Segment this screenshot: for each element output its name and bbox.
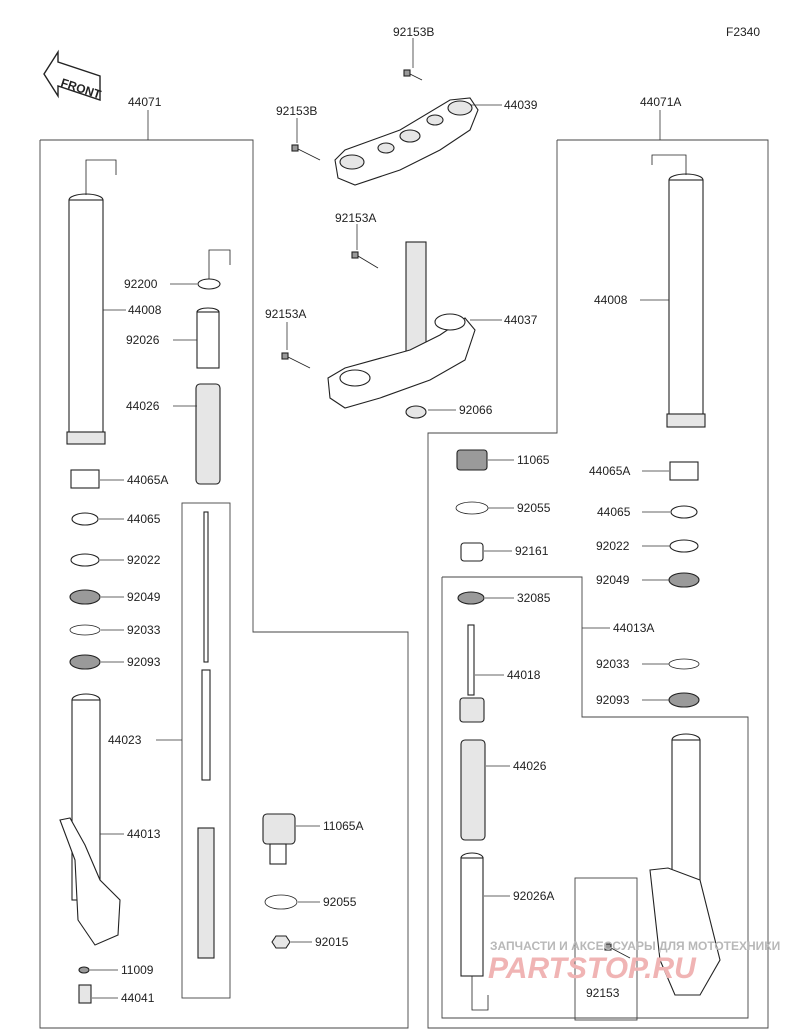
bushing-44065a-left bbox=[70, 469, 100, 489]
callout-44018: 44018 bbox=[507, 668, 541, 682]
bolt-92153b-left bbox=[291, 144, 321, 161]
callout-44071a: 44071A bbox=[640, 95, 681, 109]
inner-tube-44008-left bbox=[66, 159, 117, 445]
callout-92200: 92200 bbox=[124, 277, 158, 291]
callout-44013a: 44013A bbox=[613, 621, 654, 635]
callout-44037: 44037 bbox=[504, 313, 538, 327]
ring-92033-left bbox=[69, 624, 101, 636]
callout-92022-left: 92022 bbox=[127, 553, 161, 567]
callout-44065-left: 44065 bbox=[127, 512, 161, 526]
cap-32085 bbox=[457, 591, 485, 605]
assembly-box-44023 bbox=[181, 502, 231, 999]
callout-92015: 92015 bbox=[315, 935, 349, 949]
figure-code: F2340 bbox=[726, 25, 760, 39]
bolt-92153a-top bbox=[351, 251, 379, 269]
callout-44026-left: 44026 bbox=[126, 399, 160, 413]
cap-bolt-11065 bbox=[456, 449, 488, 471]
bushing-44065-right bbox=[670, 505, 698, 519]
bolt-11009 bbox=[78, 966, 90, 974]
callout-44071: 44071 bbox=[128, 95, 162, 109]
upper-bracket-44039 bbox=[334, 97, 479, 186]
callout-92033-right: 92033 bbox=[596, 657, 630, 671]
callout-92153b-top: 92153B bbox=[393, 25, 434, 39]
callout-92022-right: 92022 bbox=[596, 539, 630, 553]
washer-92022-left bbox=[70, 553, 100, 567]
rod-44018 bbox=[459, 624, 485, 723]
watermark-line1: ЗАПЧАСТИ И АКСЕССУАРЫ ДЛЯ МОТОТЕХНИКИ bbox=[490, 939, 780, 953]
cap-bolt-11065a bbox=[262, 813, 296, 865]
spacer-92026a bbox=[460, 852, 489, 1011]
callout-92093-left: 92093 bbox=[127, 655, 161, 669]
callout-44023: 44023 bbox=[108, 733, 142, 747]
watermark-line2: PARTSTOP.RU bbox=[488, 952, 697, 985]
callout-92066: 92066 bbox=[459, 403, 493, 417]
washer-92022-right bbox=[669, 539, 699, 553]
oil-seal-92049-right bbox=[668, 572, 700, 588]
callout-32085: 32085 bbox=[517, 591, 551, 605]
inner-tube-44008-right bbox=[651, 154, 706, 428]
damper-rod-44023 bbox=[197, 511, 215, 959]
ring-92033-right bbox=[668, 658, 700, 670]
bolt-92153b-top bbox=[403, 69, 423, 81]
dust-seal-92093-left bbox=[69, 654, 101, 670]
bushing-44065-left bbox=[71, 512, 99, 526]
callout-92055-right: 92055 bbox=[517, 501, 551, 515]
collar-92161 bbox=[460, 542, 484, 562]
callout-92055-middle: 92055 bbox=[323, 895, 357, 909]
callout-44008-left: 44008 bbox=[128, 303, 162, 317]
callout-44065a-right: 44065A bbox=[589, 464, 630, 478]
callout-92153b-left: 92153B bbox=[276, 104, 317, 118]
spring-44026-right bbox=[460, 739, 486, 841]
callout-44026-right: 44026 bbox=[513, 759, 547, 773]
callout-44065-right: 44065 bbox=[597, 505, 631, 519]
callout-92153a-left: 92153A bbox=[265, 307, 306, 321]
seal-92066 bbox=[405, 405, 427, 419]
outer-tube-44013a bbox=[649, 733, 721, 996]
steering-stem-44037 bbox=[327, 241, 476, 409]
outer-tube-44013 bbox=[59, 693, 121, 946]
oil-seal-92049-left bbox=[69, 589, 101, 605]
callout-11009: 11009 bbox=[121, 963, 154, 977]
callout-92026: 92026 bbox=[126, 333, 160, 347]
washer-92200 bbox=[197, 249, 231, 290]
callout-92093-right: 92093 bbox=[596, 693, 630, 707]
callout-92026a: 92026A bbox=[513, 889, 554, 903]
callout-44013: 44013 bbox=[127, 827, 161, 841]
assembly-box-92153 bbox=[574, 877, 638, 1021]
bolt-44041 bbox=[78, 984, 92, 1004]
callout-44041: 44041 bbox=[121, 991, 155, 1005]
callout-92033-left: 92033 bbox=[127, 623, 161, 637]
dust-seal-92093-right bbox=[668, 692, 700, 708]
bushing-44065a-right bbox=[669, 461, 699, 481]
assembly-box-44071a bbox=[427, 110, 769, 1029]
callout-92049-left: 92049 bbox=[127, 590, 161, 604]
callout-11065: 11065 bbox=[517, 453, 550, 467]
o-ring-92055-middle bbox=[264, 894, 298, 910]
o-ring-92055-right bbox=[455, 501, 489, 515]
leader-lines bbox=[90, 38, 670, 999]
spring-44026-left bbox=[195, 383, 221, 485]
bolt-92153a-left bbox=[281, 352, 311, 369]
callout-11065a: 11065A bbox=[323, 819, 363, 833]
front-arrow-icon: FRONT bbox=[43, 49, 103, 102]
callout-92153a-top: 92153A bbox=[335, 211, 376, 225]
collar-92026 bbox=[196, 307, 220, 369]
callout-92161: 92161 bbox=[515, 544, 549, 558]
callout-44065a-left: 44065A bbox=[127, 473, 168, 487]
nut-92015 bbox=[271, 935, 291, 949]
callout-44039: 44039 bbox=[504, 98, 538, 112]
assembly-box-44071 bbox=[39, 110, 409, 1029]
callout-92153: 92153 bbox=[586, 986, 620, 1000]
assembly-box-44013a bbox=[441, 576, 749, 1019]
callout-44008-right: 44008 bbox=[594, 293, 628, 307]
callout-92049-right: 92049 bbox=[596, 573, 630, 587]
bolt-92153-bottom bbox=[604, 943, 631, 959]
